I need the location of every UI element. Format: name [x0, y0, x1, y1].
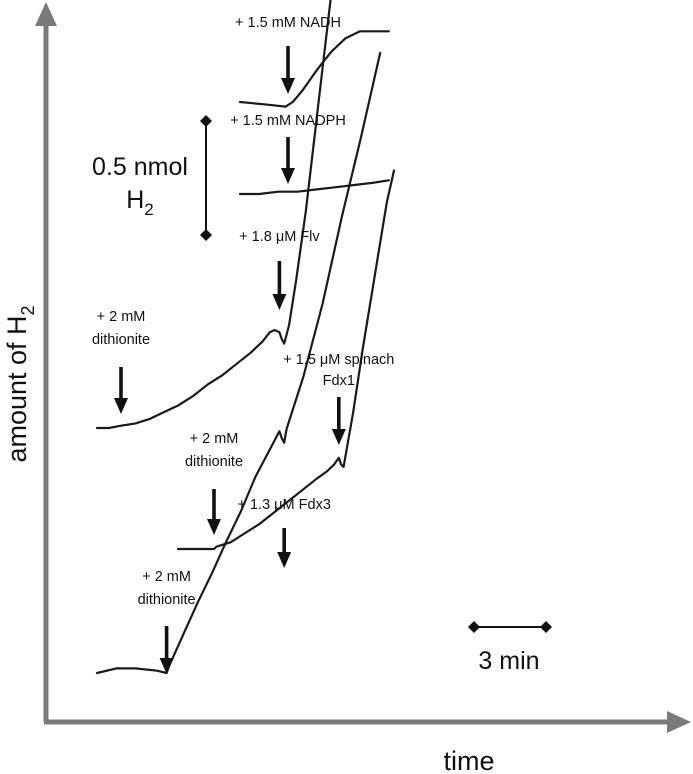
fdx1-annotation-1-line-0: + 1.5 μM spinach: [283, 352, 394, 368]
trace-flv: [95, 0, 332, 430]
y-axis-label-text: amount of H: [2, 315, 32, 462]
fdx1-annotation-1-line-1: Fdx1: [323, 373, 355, 389]
amount-scale-unit: H2: [126, 186, 154, 219]
traces: [95, 0, 396, 675]
trace-nadh: [238, 30, 390, 108]
y-axis-label: amount of H2: [2, 305, 38, 462]
fdx3-arrow-1-head: [277, 552, 292, 568]
fdx3-annotation-0-line-0: + 2 mM: [142, 569, 191, 585]
x-axis-arrowhead: [667, 711, 691, 733]
fdx3-arrow-0-head: [159, 658, 174, 674]
fdx3-annotation-0-line-1: dithionite: [138, 592, 196, 608]
time-scale-bar: 3 min: [468, 621, 552, 675]
annotations: + 2 mM dithionite + 1.8 μM Flv + 2 mM dithio…: [92, 15, 394, 674]
fdx3-annotation-1-line-0: + 1.3 μM Fdx3: [238, 497, 331, 513]
nadh-annotation-0-line-0: + 1.5 mM NADH: [235, 15, 341, 31]
y-axis-label-subscript: 2: [18, 305, 38, 315]
flv-annotation-0-line-0: + 2 mM: [97, 309, 146, 325]
nadh-arrow-0-head: [281, 78, 295, 94]
trace-fdx1: [176, 169, 396, 551]
fdx1-annotation-0-line-0: + 2 mM: [190, 431, 239, 447]
nadph-arrow-0-head: [281, 168, 295, 184]
trace-fdx3: [95, 51, 382, 675]
y-axis-arrowhead: [35, 2, 57, 26]
flv-arrow-1-head: [272, 294, 287, 310]
flv-annotation-1-line-0: + 1.8 μM Flv: [239, 229, 320, 245]
fdx1-arrow-1-head: [331, 429, 346, 445]
amount-scale-unit-subscript: 2: [144, 200, 153, 219]
amount-scale-top-diamond: [200, 115, 212, 127]
amount-scale-label: 0.5 nmol: [92, 153, 188, 181]
flv-arrow-0-head: [114, 398, 128, 414]
time-scale-right-diamond: [540, 621, 552, 633]
nadph-annotation-0-line-0: + 1.5 mM NADPH: [230, 113, 346, 129]
time-scale-left-diamond: [468, 621, 480, 633]
time-scale-label: 3 min: [478, 647, 539, 675]
amount-scale-bar: 0.5 nmol H2: [92, 115, 212, 241]
x-axis-label: time: [443, 746, 494, 774]
trace-nadph: [238, 179, 390, 196]
amount-scale-bottom-diamond: [200, 229, 212, 241]
amount-scale-unit-text: H: [126, 186, 144, 214]
fdx1-annotation-0-line-1: dithionite: [185, 454, 243, 470]
axes: [35, 2, 691, 733]
flv-annotation-0-line-1: dithionite: [92, 332, 150, 348]
fdx1-arrow-0-head: [207, 519, 221, 535]
